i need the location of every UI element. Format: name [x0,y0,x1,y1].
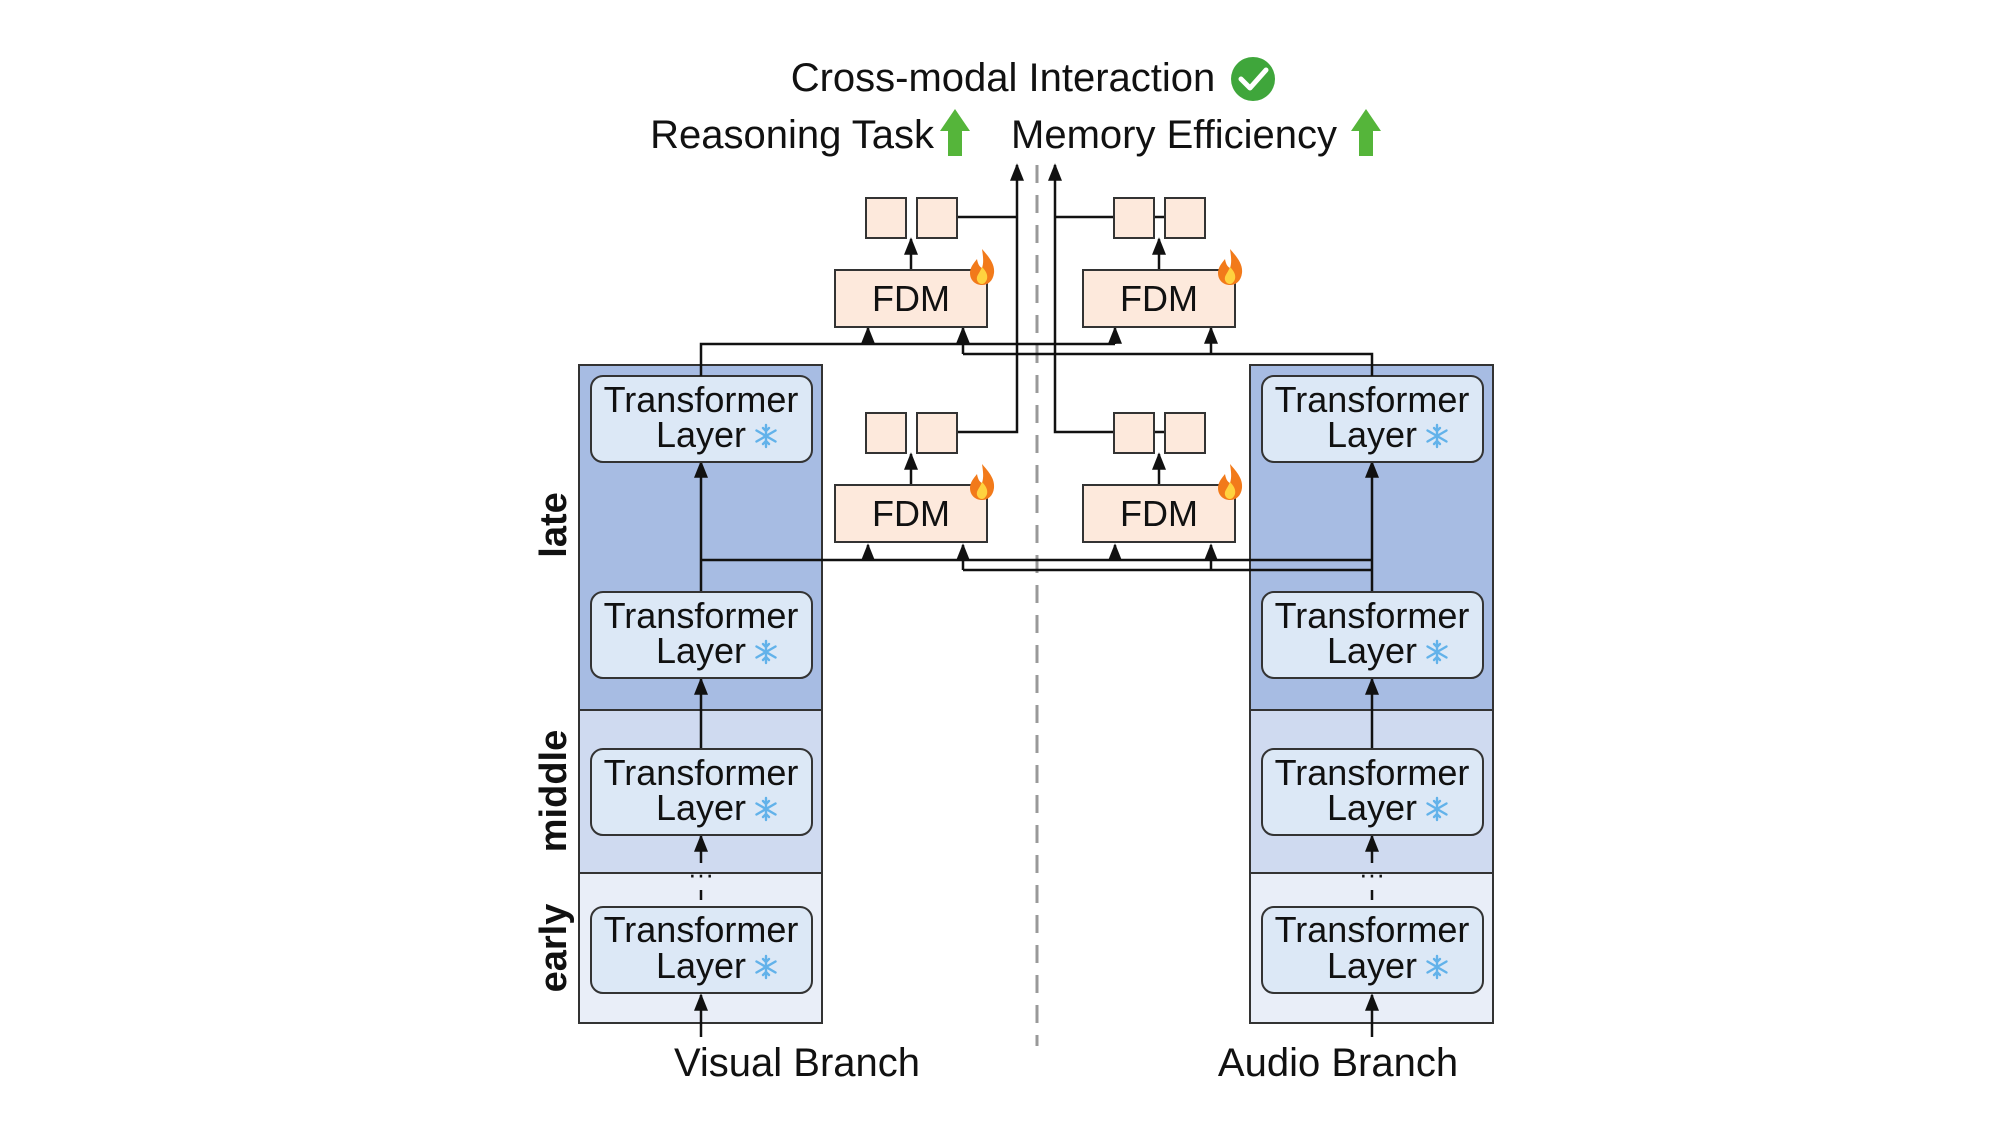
transformer-layer-audio-early: Transformer Layer [1261,906,1484,994]
fire-icon [970,249,995,285]
svg-text:FDM: FDM [1120,278,1198,319]
transformer-layer-visual-late-1: Transformer Layer [590,591,813,679]
svg-text:Transformer: Transformer [604,379,799,420]
token [1164,412,1206,454]
svg-text:Layer: Layer [656,630,746,671]
reasoning-task-label: Reasoning Task [650,113,935,157]
svg-text:Layer: Layer [1327,945,1417,986]
fdm-module-audio-lower: FDM [1082,464,1243,543]
header-title: Cross-modal Interaction [791,56,1216,100]
transformer-layer-visual-middle: Transformer Layer [590,748,813,836]
audio-branch-label: Audio Branch [1218,1041,1458,1085]
check-circle-icon [1231,57,1275,101]
transformer-layer-audio-middle: Transformer Layer [1261,748,1484,836]
token [1164,197,1206,239]
svg-text:Transformer: Transformer [1275,595,1470,636]
svg-text:Transformer: Transformer [604,909,799,950]
svg-text:FDM: FDM [872,278,950,319]
fire-icon [1218,249,1243,285]
svg-text:FDM: FDM [1120,493,1198,534]
memory-efficiency-label: Memory Efficiency [1011,113,1337,157]
stage-label-middle: middle [533,730,575,852]
output-tokens [865,197,1206,454]
token [916,197,958,239]
svg-text:Layer: Layer [656,787,746,828]
transformer-layer-audio-late-1: Transformer Layer [1261,591,1484,679]
svg-text:Layer: Layer [1327,630,1417,671]
token [865,412,907,454]
token [1113,412,1155,454]
svg-text:Layer: Layer [1327,414,1417,455]
svg-text:Transformer: Transformer [1275,379,1470,420]
fdm-module-audio-upper: FDM [1082,249,1243,328]
svg-text:Layer: Layer [656,945,746,986]
stage-label-late: late [533,492,575,557]
stage-label-early: early [533,904,575,993]
fdm-module-visual-upper: FDM [834,249,995,328]
cross-modal-connections [699,163,1374,572]
green-up-arrow-icon [1351,109,1381,156]
transformer-layer-visual-early: Transformer Layer [590,906,813,994]
fire-icon [970,464,995,500]
svg-text:FDM: FDM [872,493,950,534]
transformer-layer-audio-late-2: Transformer Layer [1261,375,1484,463]
visual-branch-label: Visual Branch [674,1041,920,1085]
token [916,412,958,454]
fdm-module-visual-lower: FDM [834,464,995,543]
svg-text:Transformer: Transformer [1275,752,1470,793]
token [1113,197,1155,239]
svg-text:Transformer: Transformer [604,595,799,636]
svg-text:Layer: Layer [656,414,746,455]
svg-text:Layer: Layer [1327,787,1417,828]
layer-ellipsis: ··· [688,859,714,889]
svg-text:Transformer: Transformer [1275,909,1470,950]
token [865,197,907,239]
svg-text:Transformer: Transformer [604,752,799,793]
green-up-arrow-icon [940,109,970,156]
transformer-layer-visual-late-2: Transformer Layer [590,375,813,463]
fire-icon [1218,464,1243,500]
layer-ellipsis: ··· [1359,859,1385,889]
